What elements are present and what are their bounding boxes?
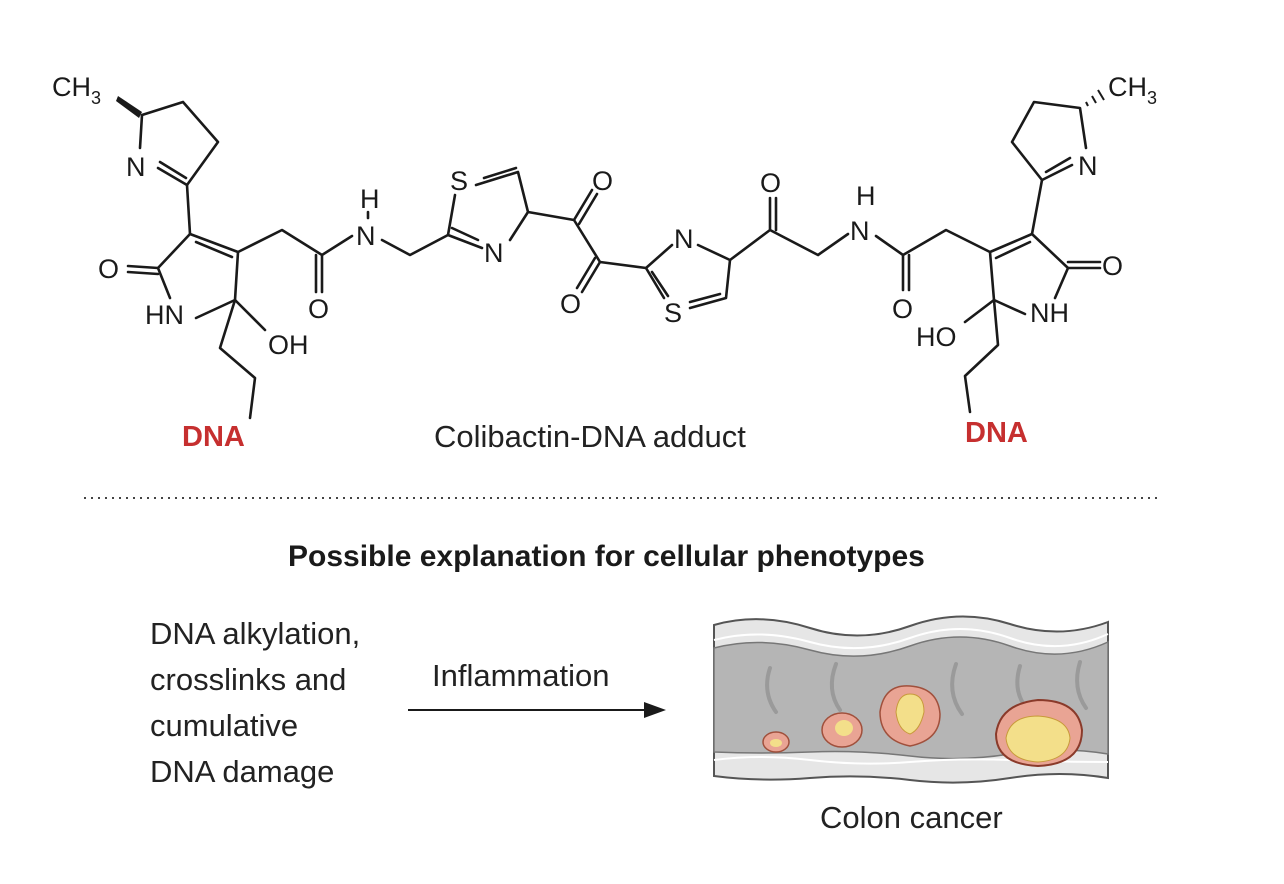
tumor-largest [994,698,1084,768]
left-stereo-wedge [116,96,142,118]
right-lactam-o: O [1102,251,1123,281]
lower-carbonyl-o: O [560,289,581,319]
left-lactam-carbonyl [126,264,160,276]
lower-carbonyl [575,256,602,294]
diketone-chain [526,210,648,270]
arrow-label: Inflammation [432,658,610,693]
left-pyrroline-ring [138,100,220,187]
right-thiazole-n: N [674,224,694,254]
right-amide-o: O [892,294,913,324]
outcome-label: Colon cancer [820,800,1003,835]
right-imine-double [1044,156,1072,174]
right-nh: NH [1030,298,1069,328]
pathway-arrow-head [644,702,666,718]
right-amide-h: H [856,181,876,211]
tumor-medium [821,712,863,748]
right-thiazole-ring [644,243,732,310]
right-unit: N S O N H O O NH HO DNA N CH3 [644,72,1157,449]
left-imine-double [158,160,188,180]
left-acetamide [236,228,354,294]
right-ketone-o: O [760,168,781,198]
right-ring-double [994,240,1032,260]
phenotype-heading: Possible explanation for cellular phenot… [288,540,925,573]
cause-line: crosslinks and [150,662,347,697]
left-thiazole-double [450,166,518,242]
tumor-large [879,685,941,747]
right-pyrroline-n: N [1078,151,1098,181]
upper-carbonyl-o: O [592,166,613,196]
left-methyl-label: CH3 [52,72,101,108]
cause-text: DNA alkylation, crosslinks and cumulativ… [150,611,360,795]
cause-line: cumulative [150,708,299,743]
right-stereo-hash [1085,89,1105,107]
right-pyrroline-ring [1010,100,1088,182]
left-methylene [380,233,450,257]
right-thiazole-double [650,270,722,304]
right-lactam-carbonyl [1066,260,1102,270]
left-thiazole-ring [446,170,530,250]
left-amide-h: H [360,184,380,214]
left-thiazole-n: N [484,238,504,268]
right-amide-n: N [850,216,870,246]
tumor-small [762,731,790,753]
central-diketone: O O [526,166,648,319]
right-dna-linker [963,298,1000,414]
left-hn: HN [145,300,184,330]
left-oh-bond [233,298,267,332]
left-ring-link [185,183,192,236]
left-dna-linker [218,298,257,420]
right-ho-bond [963,298,996,324]
left-dna-label: DNA [182,421,245,453]
upper-carbonyl [572,188,599,226]
right-acetamide [874,228,992,292]
left-amide-n: N [356,221,376,251]
adduct-caption: Colibactin-DNA adduct [434,419,746,454]
colon-inner-line-top [713,628,1109,650]
left-lactam-o: O [98,254,119,284]
right-ring-link [1030,178,1044,236]
right-methyl-label: CH3 [1108,72,1157,108]
colon-illustration [713,615,1109,784]
right-ketone [728,196,850,262]
left-thiazole-s: S [450,166,468,196]
cause-line: DNA damage [150,754,335,789]
left-unit: CH3 N O HN OH DNA O N H S N [52,72,530,453]
right-dna-label: DNA [965,417,1028,449]
left-ring-double [194,240,234,259]
left-oh: OH [268,330,309,360]
right-ho: HO [916,322,957,352]
left-pyrroline-n: N [126,152,146,182]
left-amide-o: O [308,294,329,324]
cause-line: DNA alkylation, [150,616,361,651]
right-thiazole-s: S [664,298,682,328]
